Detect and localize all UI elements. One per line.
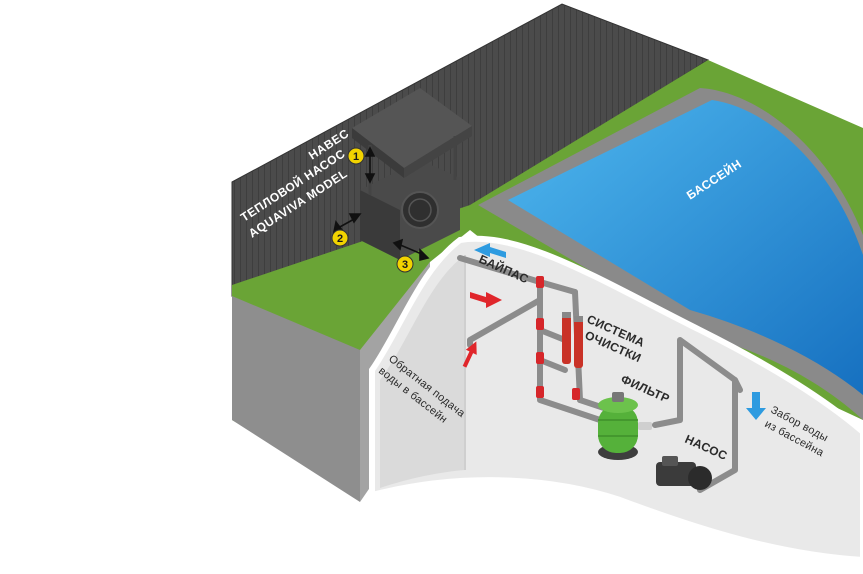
- flow-arrows: [462, 243, 766, 420]
- canopy: [352, 88, 472, 195]
- pipework: [457, 255, 743, 493]
- marker-3: 3: [396, 255, 414, 273]
- heat-pump: [360, 160, 460, 260]
- svg-text:3: 3: [402, 259, 408, 271]
- marker-1: 1: [347, 147, 365, 165]
- pump: [656, 456, 712, 490]
- marker-2: 2: [331, 229, 349, 247]
- pool-water: БАССЕЙН: [508, 100, 863, 395]
- cleaning-system: [562, 312, 583, 368]
- svg-text:2: 2: [337, 233, 343, 245]
- sand-filter: [598, 392, 652, 460]
- svg-text:1: 1: [353, 151, 359, 163]
- valves: [536, 276, 580, 400]
